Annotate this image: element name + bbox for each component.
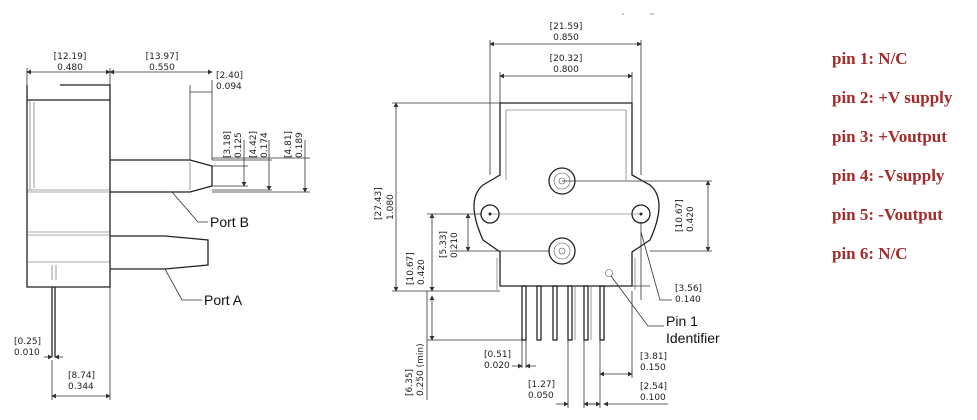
pin1-identifier-dot <box>605 269 613 277</box>
dim-label: 0.344 <box>68 382 94 392</box>
dim-label: 0.100 <box>640 393 666 403</box>
pin-3-label: pin 3: +Voutput <box>832 127 947 146</box>
dim-label: 0.210 <box>450 232 460 258</box>
pin-4-label: pin 4: -Vsupply <box>832 166 945 185</box>
dim-label: 0.250 (min) <box>416 343 426 396</box>
dim-label: [21.59] <box>550 22 583 32</box>
dim-label: [0.25] <box>14 337 41 347</box>
dim-label: [13.97] <box>146 52 179 62</box>
dim-label: 0.189 <box>295 132 305 158</box>
dim-label: 0.050 <box>528 391 554 401</box>
dim-label: 0.140 <box>675 295 701 305</box>
front-body-outline <box>473 102 660 287</box>
side-body-outline <box>26 84 111 288</box>
dim-label: [10.67] <box>675 199 685 232</box>
pin1-leader <box>610 275 664 327</box>
port-b-label: Port B <box>210 214 249 230</box>
pin-function-list: pin 1: N/C pin 2: +V supply pin 3: +Vout… <box>832 46 952 280</box>
port-a-tube <box>110 235 209 270</box>
dim-label: 0.174 <box>260 132 270 158</box>
dim-label: [4.81] <box>284 131 294 158</box>
pin-1-label: pin 1: N/C <box>832 49 908 68</box>
pin-5-label: pin 5: -Voutput <box>832 205 943 224</box>
dim-label: [1.27] <box>528 380 555 390</box>
dim-label: [3.56] <box>675 284 702 294</box>
side-view: [12.19] 0.480 [13.97] 0.550 [2.40] 0.094… <box>14 52 310 400</box>
dim-label: [8.74] <box>68 371 95 381</box>
dim-label: 0.550 <box>149 63 175 73</box>
port-a-label: Port A <box>204 292 243 308</box>
dim-label: [3.18] <box>223 131 233 158</box>
dim-label: [10.67] <box>406 252 416 285</box>
dim-label: 0.094 <box>216 82 242 92</box>
dim-label: 0.125 <box>234 132 244 158</box>
pin1-identifier-label: Identifier <box>666 330 720 346</box>
dim-label: 0.020 <box>484 361 510 371</box>
dim-label: [4.42] <box>249 131 259 158</box>
front-leads <box>521 285 605 341</box>
dim-label: 0.420 <box>686 206 696 232</box>
dim-label: 0.800 <box>553 65 579 75</box>
dim-label: 0.850 <box>553 33 579 43</box>
dim-label: [2.40] <box>216 71 243 81</box>
dim-label: [6.35] <box>405 369 415 396</box>
dim-label: [2.54] <box>640 382 667 392</box>
front-view: [21.59] 0.850 [20.32] 0.800 [27.43] 1.08… <box>374 13 720 408</box>
dim-label: 0.480 <box>57 63 83 73</box>
port-b-leader <box>171 191 208 223</box>
dim-label: [12.19] <box>54 52 87 62</box>
pin-6-label: pin 6: N/C <box>832 244 908 263</box>
dim-label: 0.420 <box>417 259 427 285</box>
port-a-circle <box>548 237 576 265</box>
port-b-tube <box>110 159 213 193</box>
dim-label: [20.32] <box>550 54 583 64</box>
dim-label: [3.81] <box>640 352 667 362</box>
dim-label: [0.51] <box>484 350 511 360</box>
dim-label: 0.150 <box>640 363 666 373</box>
dim-label: 1.080 <box>386 194 396 220</box>
pin1-identifier-label: Pin 1 <box>666 313 698 329</box>
port-a-leader <box>164 268 202 301</box>
dim-label: [27.43] <box>374 187 384 220</box>
dim-label: 0.010 <box>14 348 40 358</box>
pin-2-label: pin 2: +V supply <box>832 88 953 107</box>
dim-label: [5.33] <box>439 231 449 258</box>
